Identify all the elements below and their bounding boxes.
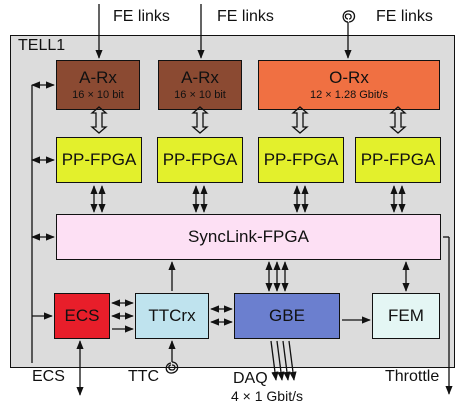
fe-links-label-3: FE links	[376, 8, 433, 25]
fe-links-label-1: FE links	[113, 8, 170, 25]
ttc-input-label: TTC	[128, 368, 160, 385]
daq-link-arrows	[270, 340, 297, 381]
a-rx-2-spec: 16 × 10 bit	[174, 88, 226, 101]
pp-fpga-2: PP-FPGA	[157, 137, 243, 183]
throttle-output-label: Throttle	[385, 368, 440, 385]
optical-fiber-icon	[342, 10, 356, 23]
a-rx-1-spec: 16 × 10 bit	[72, 88, 124, 101]
ecs-output-label: ECS	[32, 368, 65, 385]
pp-fpga-3: PP-FPGA	[258, 137, 344, 183]
daq-output-label: DAQ	[233, 370, 268, 387]
pp-fpga-1: PP-FPGA	[56, 137, 142, 183]
pp-fpga-4: PP-FPGA	[355, 137, 441, 183]
o-rx-name: O-Rx	[329, 67, 369, 87]
ttc-fiber-icon	[165, 361, 179, 374]
ecs-block: ECS	[54, 293, 110, 339]
gbe-block: GBE	[234, 293, 340, 339]
ttcrx-block: TTCrx	[135, 293, 209, 339]
o-rx-receiver: O-Rx 12 × 1.28 Gbit/s	[258, 60, 440, 110]
o-rx-spec: 12 × 1.28 Gbit/s	[310, 88, 388, 101]
fem-block: FEM	[372, 293, 440, 339]
rx-to-pp-arrows	[90, 106, 407, 134]
a-rx-1-name: A-Rx	[79, 67, 117, 87]
a-rx-receiver-2: A-Rx 16 × 10 bit	[158, 60, 242, 110]
synclink-fpga: SyncLink-FPGA	[56, 214, 441, 260]
pp-to-synclink-arrows	[90, 185, 406, 213]
board-title: TELL1	[18, 37, 66, 54]
a-rx-receiver-1: A-Rx 16 × 10 bit	[56, 60, 140, 110]
fe-links-label-2: FE links	[217, 8, 274, 25]
a-rx-2-name: A-Rx	[181, 67, 219, 87]
daq-spec-label: 4 × 1 Gbit/s	[231, 388, 303, 404]
